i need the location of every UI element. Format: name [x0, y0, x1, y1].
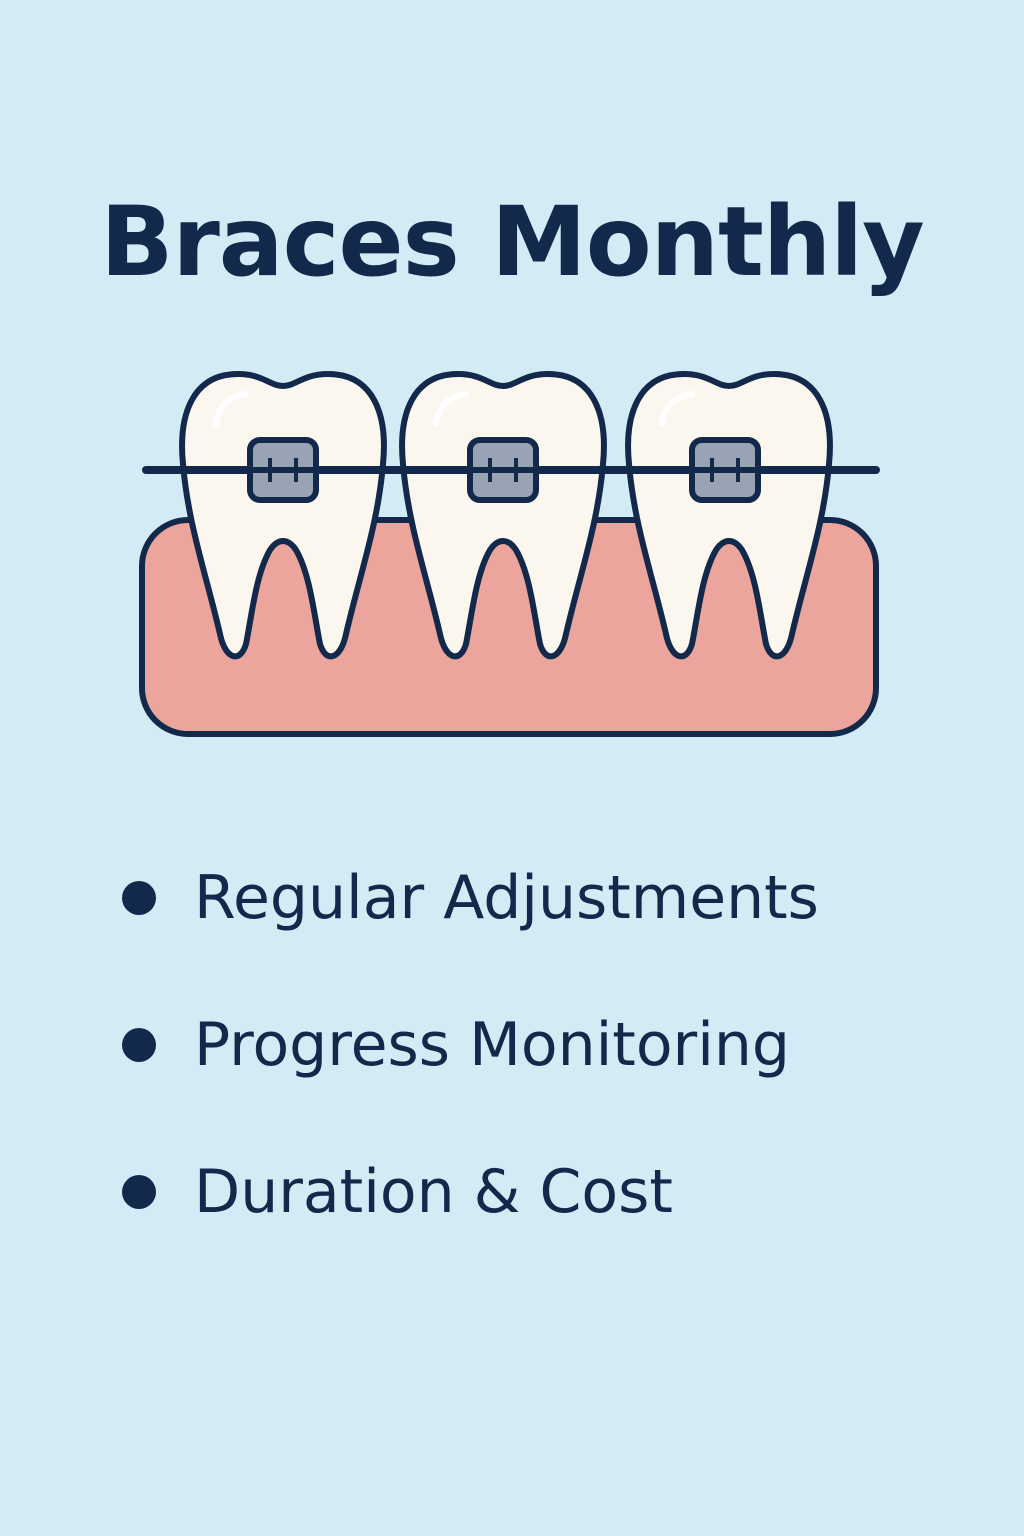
tooth-icon: [399, 370, 607, 660]
bullet-icon: [122, 1028, 156, 1062]
tooth-icon: [625, 370, 833, 660]
list-item: Duration & Cost: [122, 1146, 922, 1238]
list-item-label: Regular Adjustments: [194, 863, 819, 933]
list-item-label: Progress Monitoring: [194, 1010, 790, 1080]
feature-list: Regular Adjustments Progress Monitoring …: [122, 852, 922, 1293]
list-item-label: Duration & Cost: [194, 1157, 673, 1227]
bracket-icon: [247, 437, 319, 503]
page-title: Braces Monthly: [100, 186, 924, 299]
bullet-icon: [122, 1175, 156, 1209]
bracket-icon: [467, 437, 539, 503]
list-item: Regular Adjustments: [122, 852, 922, 944]
tooth-icon: [179, 370, 387, 660]
bracket-icon: [689, 437, 761, 503]
bullet-icon: [122, 881, 156, 915]
teeth-with-braces-icon: [139, 370, 880, 737]
list-item: Progress Monitoring: [122, 999, 922, 1091]
